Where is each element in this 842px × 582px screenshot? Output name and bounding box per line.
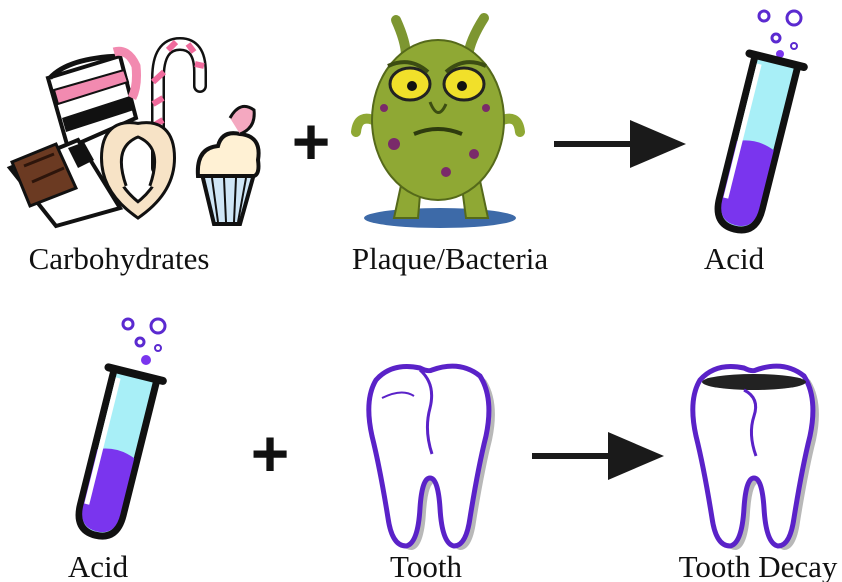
carbohydrates-label: Carbohydrates bbox=[29, 243, 210, 274]
decayed-tooth-icon bbox=[686, 358, 824, 552]
test-tube-acid-icon bbox=[690, 4, 810, 238]
arrow-right-icon bbox=[532, 430, 664, 482]
arrow-right-icon bbox=[554, 118, 686, 170]
plaque-bacteria-label: Plaque/Bacteria bbox=[352, 243, 548, 274]
tooth-label: Tooth bbox=[390, 551, 462, 582]
plus-sign-row2: + bbox=[251, 420, 290, 486]
cupcake bbox=[198, 106, 259, 224]
bacteria-monster-icon bbox=[348, 12, 523, 232]
cavity-hole bbox=[702, 374, 806, 390]
candy-sweets-icon bbox=[8, 38, 270, 230]
tooth-icon bbox=[362, 358, 496, 552]
test-tube-acid-icon bbox=[50, 314, 170, 548]
acid-label-row1: Acid bbox=[704, 243, 764, 274]
acid-label-row2: Acid bbox=[68, 551, 128, 582]
plus-sign-row1: + bbox=[292, 108, 331, 174]
tooth-decay-label: Tooth Decay bbox=[679, 551, 838, 582]
pretzel bbox=[108, 129, 168, 210]
